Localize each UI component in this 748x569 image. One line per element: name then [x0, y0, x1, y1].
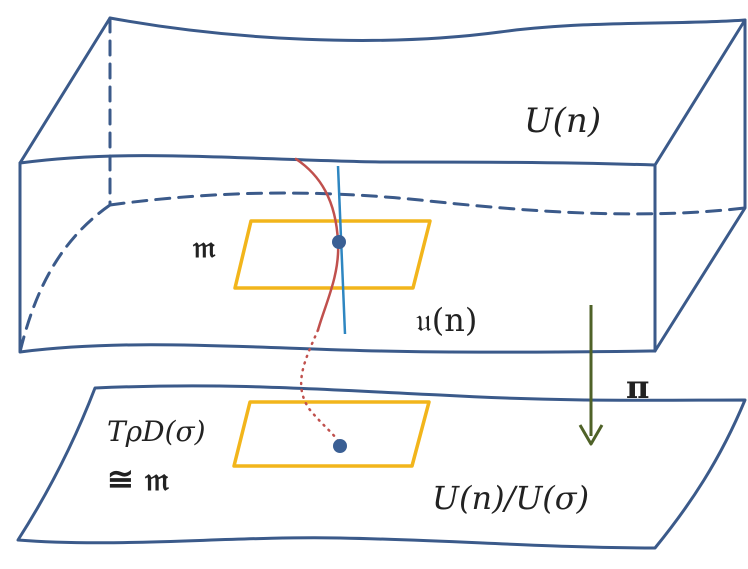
- box-front-face: [18, 161, 657, 354]
- point-lower: [333, 439, 347, 453]
- box-right-face: [653, 18, 747, 353]
- curve-solid: [294, 157, 340, 332]
- box-hidden-edges: [18, 16, 747, 354]
- curve-dotted: [300, 328, 342, 447]
- quotient-manifold-sheet: [16, 384, 747, 550]
- box-top-face: [18, 16, 747, 167]
- tangent-space-label: TρD(σ): [107, 415, 206, 448]
- group-label: U(n): [524, 101, 601, 141]
- hidden-bottom-left-edge: [18, 203, 112, 354]
- group-manifold-box: [18, 16, 747, 354]
- hidden-bottom-back-edge: [108, 191, 747, 216]
- fiber-line: [336, 165, 347, 335]
- lie-algebra-label: 𝔲(n): [416, 301, 477, 339]
- subspace-label: 𝔪: [192, 230, 216, 265]
- tangent-plane-upper: [233, 219, 432, 290]
- point-upper: [332, 235, 346, 249]
- arrow-head: [578, 424, 604, 446]
- isomorphism-label: ≅ 𝔪: [107, 460, 169, 498]
- projection-label: π: [626, 368, 649, 406]
- tangent-plane-lower: [232, 400, 431, 468]
- quotient-label: U(n)/U(σ): [432, 479, 589, 517]
- projection-arrow: [578, 305, 604, 446]
